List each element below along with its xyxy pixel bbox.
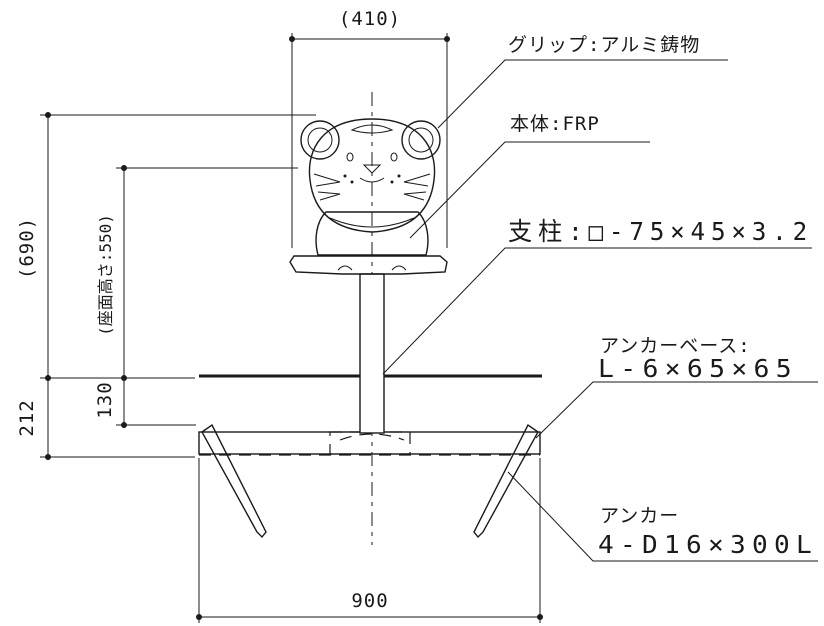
base-height-label: 212 xyxy=(16,399,38,436)
anchor-left xyxy=(201,423,267,539)
anchor-base-callout-line1: アンカーベース: xyxy=(600,335,751,357)
grip-width-label: (410) xyxy=(339,8,401,30)
base-width-dimension: 900 xyxy=(196,458,543,623)
seat-height-label: (座面高さ:550) xyxy=(96,214,115,336)
anchor-callout-line2: 4-D16×300L xyxy=(598,530,818,559)
anchor-base-callout-line2: L-6×65×65 xyxy=(598,354,798,383)
anchor-callout-line1: アンカー xyxy=(600,505,679,527)
anchor-base-frame xyxy=(198,431,541,456)
support-post xyxy=(359,273,385,434)
height-dimensions: (690) 212 (座面高さ:550) 130 xyxy=(16,112,316,460)
ground-height-label: 130 xyxy=(94,381,116,418)
base-width-label: 900 xyxy=(351,590,388,612)
leader-lines xyxy=(382,59,818,562)
grip-callout: グリップ:アルミ鋳物 xyxy=(508,33,700,56)
tiger-body xyxy=(289,118,448,275)
anchor-right xyxy=(473,423,539,539)
grip-width-dimension: (410) xyxy=(289,8,450,248)
post-callout: 支柱:□-75×45×3.2 xyxy=(508,217,813,246)
body-callout: 本体:FRP xyxy=(510,113,600,135)
total-height-label: (690) xyxy=(16,217,38,279)
